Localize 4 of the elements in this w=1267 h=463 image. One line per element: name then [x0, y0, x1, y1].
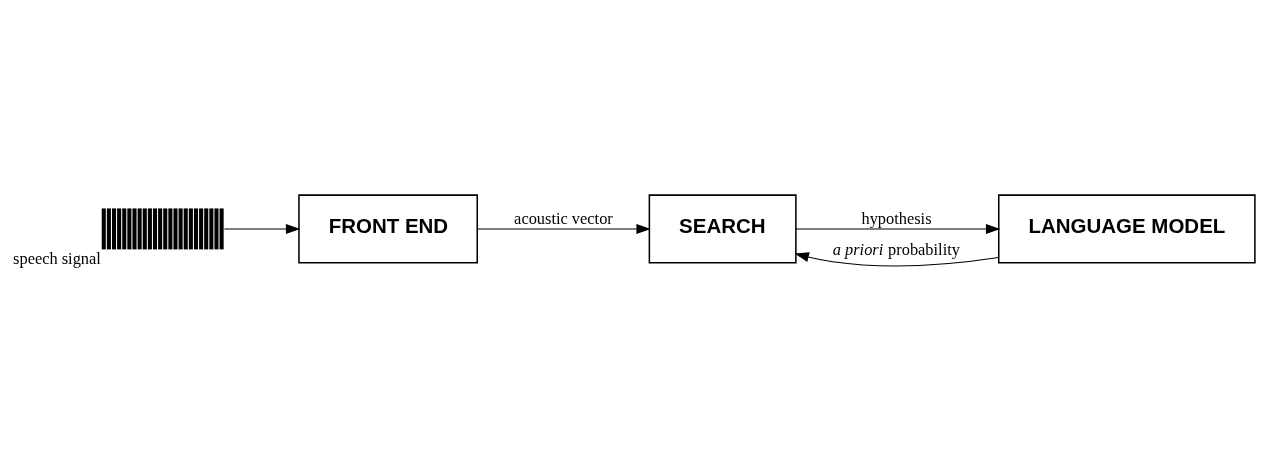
edge-label: a priori probability: [832, 239, 960, 259]
edge-label: hypothesis: [860, 208, 932, 228]
edge-label: acoustic vector: [513, 208, 613, 228]
node-label: speech signal: [12, 248, 101, 268]
